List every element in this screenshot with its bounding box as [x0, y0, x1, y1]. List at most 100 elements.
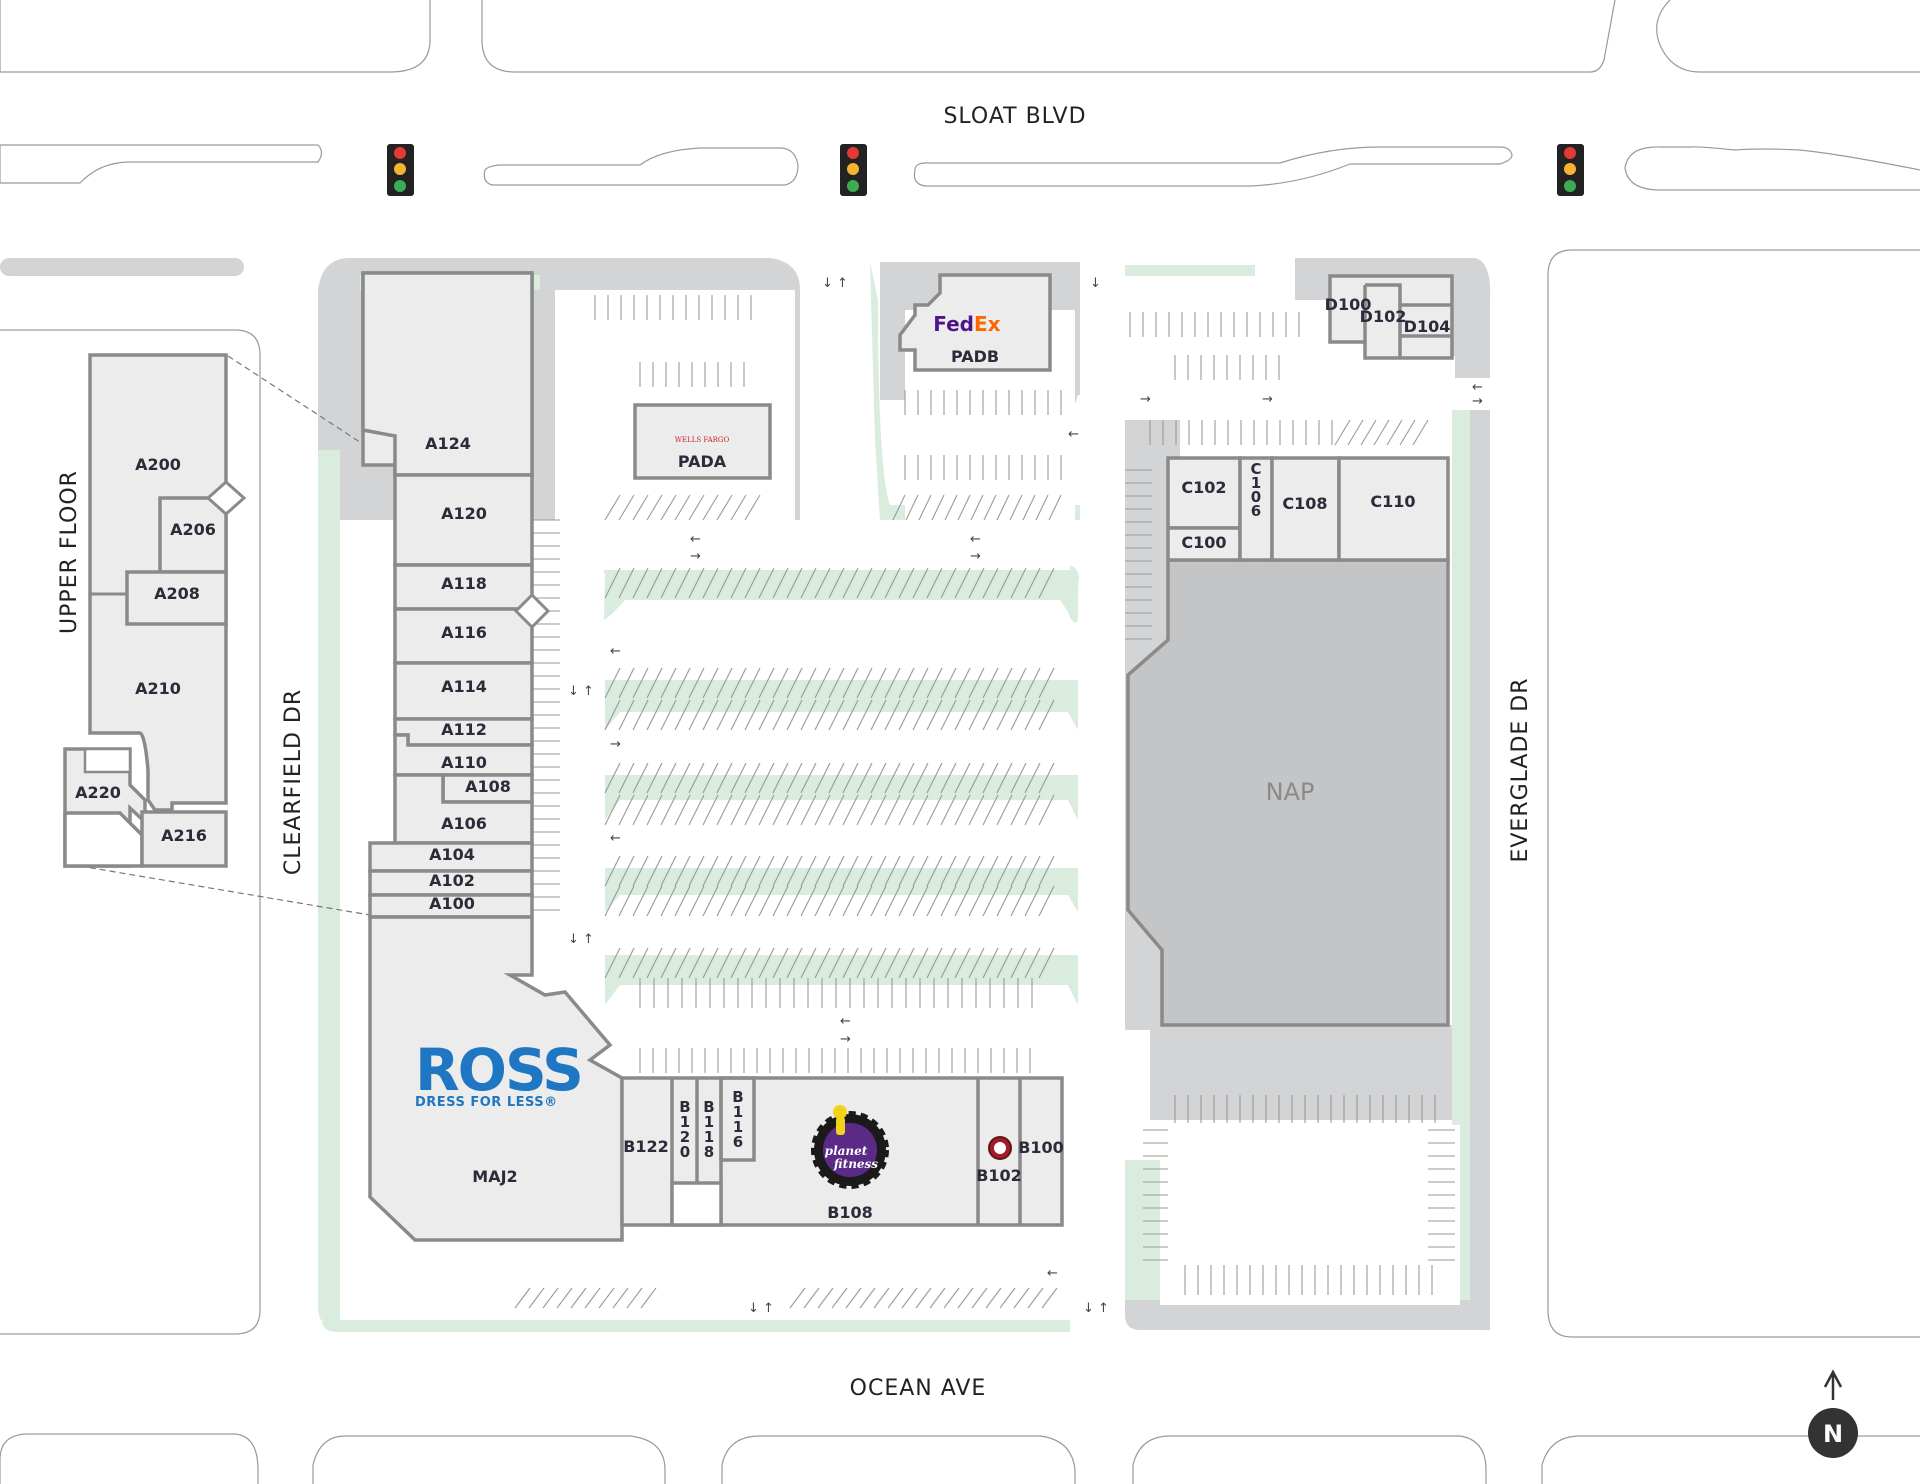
parking-stall-line [1010, 885, 1027, 917]
unit-A118: A118 [441, 574, 487, 593]
ross-logo-word: ROSS [415, 1036, 582, 1104]
parking-stall-line [632, 699, 649, 731]
unit-B118-char-3: 1 [704, 1128, 714, 1146]
upper-floor-inset: UPPER FLOOR A200 A206 A208 A210 A220 A21… [57, 353, 396, 916]
parking-stall-line [1022, 494, 1036, 521]
parking-stall-line [1013, 1287, 1030, 1309]
parking-stall-line [660, 762, 677, 794]
parking-stall-line [870, 885, 887, 917]
svg-text:→: → [970, 549, 981, 564]
compass-label: N [1823, 1420, 1843, 1448]
parking-stall-line [1038, 947, 1055, 979]
unit-B120-char-4: 0 [680, 1143, 690, 1161]
parking-stall-line [926, 885, 943, 917]
parking-stall-line [744, 667, 761, 699]
parking-stall-line [604, 794, 621, 826]
parking-stall-line [842, 667, 859, 699]
parking-stall-line [1024, 567, 1041, 599]
parking-stall-line [716, 567, 733, 599]
parking-stall-line [618, 699, 635, 731]
parking-stall-line [618, 855, 635, 887]
svg-text:←: ← [610, 644, 621, 659]
parking-stall-line [912, 855, 929, 887]
parking-stall-line [744, 947, 761, 979]
unit-B116-char-2: 1 [733, 1103, 743, 1121]
parking-stall-line [730, 567, 747, 599]
building-a: A124 A120 A118 A116 A114 A112 A110 A108 … [361, 271, 551, 919]
unit-B118-char-1: B [703, 1098, 714, 1116]
parking-stall-line [898, 567, 915, 599]
ross-anchor: ROSS DRESS FOR LESS® MAJ2 [368, 915, 624, 1242]
parking-stall-line [604, 762, 621, 794]
parking-stall-line [646, 667, 663, 699]
parking-stall-line [856, 699, 873, 731]
parking-stall-line [744, 885, 761, 917]
svg-text:←: ← [610, 831, 621, 846]
parking-stall-line [814, 855, 831, 887]
parking-stall-line [884, 699, 901, 731]
unit-D104: D104 [1404, 317, 1451, 336]
fedex-logo-ex: Ex [974, 312, 1001, 336]
parking-stall-line [744, 855, 761, 887]
parking-stall-line [926, 699, 943, 731]
parking-stall-line [856, 885, 873, 917]
parking-stall-line [828, 947, 845, 979]
parking-stall-line [716, 762, 733, 794]
parking-stall-line [954, 855, 971, 887]
parking-stall-line [786, 947, 803, 979]
parking-stall-line [842, 762, 859, 794]
parking-stall-line [828, 567, 845, 599]
parking-stall-line [1041, 1287, 1058, 1309]
parking-stall-line [828, 667, 845, 699]
unit-A112: A112 [441, 720, 487, 739]
parking-stall-line [1412, 419, 1429, 446]
svg-text:→: → [1140, 392, 1151, 407]
unit-PADA: PADA [678, 452, 727, 471]
parking-stall-line [912, 947, 929, 979]
parking-stall-line [887, 1287, 904, 1309]
parking-stall-line [870, 667, 887, 699]
parking-stall-line [604, 567, 621, 599]
parking-stall-line [786, 885, 803, 917]
parking-stall-line [612, 1287, 629, 1309]
parking-stall-line [898, 947, 915, 979]
svg-text:←: ← [1068, 427, 1079, 442]
parking-stall-line [632, 567, 649, 599]
parking-stall-line [744, 794, 761, 826]
parking-stall-line [898, 855, 915, 887]
parking-stall-line [1010, 567, 1027, 599]
parking-stall-line [957, 1287, 974, 1309]
parking-stall-line [870, 762, 887, 794]
unit-C106-char-4: 6 [1251, 502, 1261, 520]
parking-stall-line [758, 947, 775, 979]
parking-stall-line [1038, 567, 1055, 599]
svg-text:←: ← [1047, 1266, 1058, 1281]
parking-stall-line [604, 947, 621, 979]
parking-stall-line [730, 794, 747, 826]
parking-stall-line [970, 494, 984, 521]
parking-stall-line [940, 667, 957, 699]
parking-stall-line [968, 947, 985, 979]
parking-stall-line [982, 855, 999, 887]
parking-stall-line [870, 855, 887, 887]
parking-stall-line [940, 699, 957, 731]
parking-stall-line [926, 947, 943, 979]
parking-stall-line [983, 494, 997, 521]
parking-stall-line [1386, 419, 1403, 446]
parking-stall-line [632, 794, 649, 826]
parking-stall-line [831, 1287, 848, 1309]
parking-stall-line [828, 762, 845, 794]
parking-stall-line [954, 762, 971, 794]
unit-A110: A110 [441, 753, 487, 772]
parking-stalls [514, 295, 1455, 1309]
parking-stall-line [730, 494, 747, 521]
parking-stall-line [873, 1287, 890, 1309]
parking-stall-line [570, 1287, 587, 1309]
parking-stall-line [842, 567, 859, 599]
parking-stall-line [814, 667, 831, 699]
svg-text:↓ ↑: ↓ ↑ [822, 276, 848, 291]
parking-stall-line [996, 494, 1010, 521]
parking-stall-line [716, 667, 733, 699]
parking-stall-line [716, 947, 733, 979]
